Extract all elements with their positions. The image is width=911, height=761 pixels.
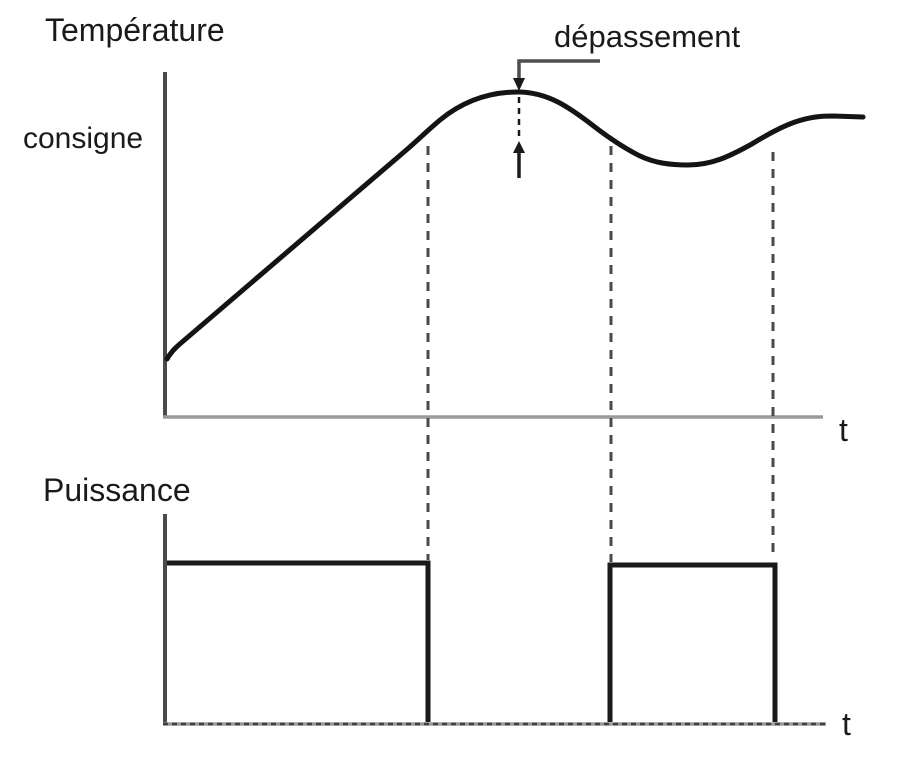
switching-guides (426, 146, 775, 562)
overshoot-up-arrow-icon (513, 141, 525, 153)
temperature-time-axis-label: t (839, 412, 848, 448)
overshoot-annotation: dépassement (513, 19, 741, 178)
power-plot-title: Puissance (43, 472, 191, 508)
setpoint-label: consigne (23, 122, 143, 155)
overshoot-down-arrow-icon (513, 78, 525, 91)
power-time-axis-label: t (842, 706, 851, 742)
overshoot-leader-line (517, 59, 600, 79)
temperature-plot-title: Température (45, 12, 225, 48)
overshoot-label: dépassement (554, 19, 741, 54)
power-square-wave (167, 560, 778, 722)
temperature-plot: Température t consigne (23, 12, 866, 448)
power-plot: Puissance t (43, 472, 851, 742)
temperature-curve (164, 89, 866, 362)
